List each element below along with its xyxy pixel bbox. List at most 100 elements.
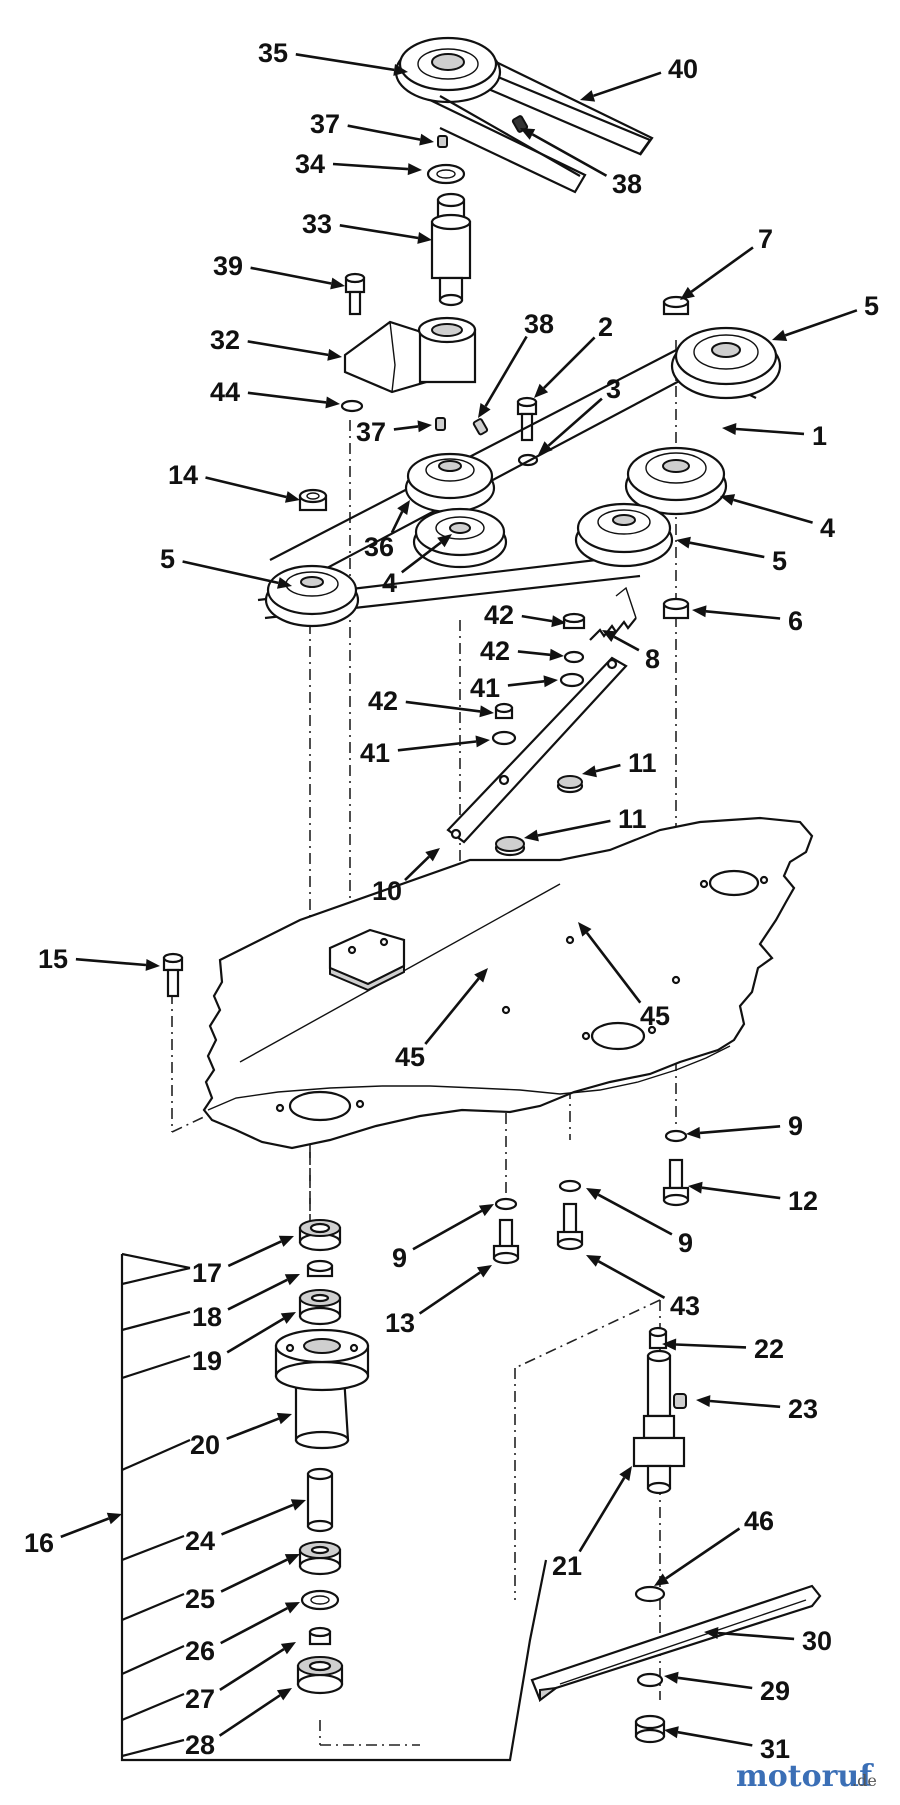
callout-number: 42 — [368, 686, 398, 716]
spindle-housing-20 — [274, 1328, 370, 1450]
callout-43: 43 — [586, 1255, 700, 1321]
callout-17: 17 — [192, 1235, 294, 1288]
leader-line — [701, 1186, 781, 1200]
leader-line — [226, 1317, 285, 1354]
leader-line — [221, 1503, 294, 1536]
callout-number: 37 — [356, 417, 386, 447]
callout-41a: 41 — [470, 673, 558, 703]
retaining-ring-26 — [300, 1589, 340, 1611]
callout-number: 15 — [38, 944, 68, 974]
leader-line — [592, 71, 662, 98]
callout-6: 6 — [692, 605, 803, 636]
callout-12: 12 — [688, 1181, 818, 1216]
callout-number: 23 — [788, 1394, 818, 1424]
grease-fitting-22 — [648, 1326, 668, 1350]
key-23 — [673, 1393, 687, 1409]
leader-line — [597, 1260, 666, 1299]
arrowhead — [407, 163, 422, 176]
leader-line — [347, 124, 421, 141]
arrowhead — [619, 1466, 632, 1481]
arrowhead — [437, 534, 452, 548]
callout-34: 34 — [295, 149, 422, 179]
callout-31: 31 — [664, 1726, 790, 1764]
retaining-ring-34 — [426, 163, 466, 185]
callout-14: 14 — [168, 460, 300, 503]
leader-line — [227, 1278, 288, 1311]
callout-number: 26 — [185, 1636, 215, 1666]
watermark-logo: motoruf .de — [736, 1759, 877, 1794]
arrowhead — [676, 536, 691, 549]
arrowhead — [686, 1126, 701, 1139]
bearing-25 — [298, 1541, 342, 1576]
arrowhead — [145, 959, 160, 971]
arrowhead — [602, 630, 618, 642]
callout-number: 12 — [788, 1186, 818, 1216]
arrowhead — [586, 1188, 602, 1200]
leader-line — [531, 133, 608, 177]
bolt-2 — [516, 396, 538, 442]
leader-line — [675, 1343, 747, 1349]
callout-42a: 42 — [484, 600, 566, 630]
arrowhead — [330, 277, 345, 290]
blade-30 — [530, 1584, 822, 1702]
callout-number: 36 — [364, 532, 394, 562]
arrowhead — [524, 829, 539, 842]
leader-line — [418, 1271, 481, 1315]
arrowhead — [106, 1512, 122, 1525]
nut-14 — [298, 488, 328, 512]
arrowhead — [534, 383, 549, 398]
callout-number: 9 — [788, 1111, 803, 1141]
pulley-5-center-right — [574, 502, 674, 568]
leader-line — [182, 560, 279, 585]
leader-line — [219, 1648, 285, 1691]
leader-line — [484, 335, 528, 407]
arrowhead — [284, 1554, 300, 1566]
leader-line — [542, 336, 596, 390]
arrowhead — [276, 1412, 292, 1425]
callout-number: 27 — [185, 1684, 215, 1714]
callout-10: 10 — [372, 848, 440, 906]
arrowhead — [479, 705, 494, 718]
callout-45a: 45 — [578, 922, 670, 1031]
leader-line — [205, 476, 287, 499]
idler-arm-10 — [446, 656, 628, 844]
arrowhead — [325, 396, 340, 409]
leader-line — [218, 1694, 281, 1737]
seal-28 — [296, 1656, 344, 1695]
arrowhead — [417, 420, 432, 433]
leader-line — [547, 397, 603, 447]
callout-2: 2 — [534, 312, 613, 398]
bolt-12 — [662, 1158, 690, 1207]
callout-32: 32 — [210, 325, 342, 361]
callout-number: 38 — [612, 169, 642, 199]
arrowhead — [578, 922, 592, 937]
arrowhead — [772, 329, 788, 341]
callout-number: 32 — [210, 325, 240, 355]
belt-40 — [439, 61, 654, 177]
callout-number: 41 — [360, 738, 390, 768]
callout-number: 18 — [192, 1302, 222, 1332]
callout-36: 36 — [364, 500, 410, 562]
callout-number: 20 — [190, 1430, 220, 1460]
washer-46 — [634, 1585, 666, 1603]
spring-8 — [589, 586, 637, 641]
callout-3: 3 — [538, 374, 621, 455]
bolt-13 — [492, 1218, 520, 1265]
assembly-16-bracket — [120, 1252, 548, 1762]
arrowhead — [276, 1688, 292, 1701]
idler-mount-bracket — [328, 928, 406, 992]
arrowhead — [664, 1726, 679, 1739]
arrowhead — [580, 90, 596, 102]
callout-27: 27 — [185, 1642, 296, 1714]
callout-33: 33 — [302, 209, 432, 244]
arrowhead — [586, 1255, 602, 1267]
callout-23: 23 — [696, 1394, 818, 1424]
drive-pulley-35 — [394, 36, 652, 194]
key-38-lower — [472, 418, 489, 436]
callout-number: 43 — [670, 1291, 700, 1321]
leader-line — [705, 610, 781, 620]
leader-line — [537, 819, 611, 837]
callout-number: 44 — [210, 377, 240, 407]
leader-line — [220, 1558, 288, 1593]
